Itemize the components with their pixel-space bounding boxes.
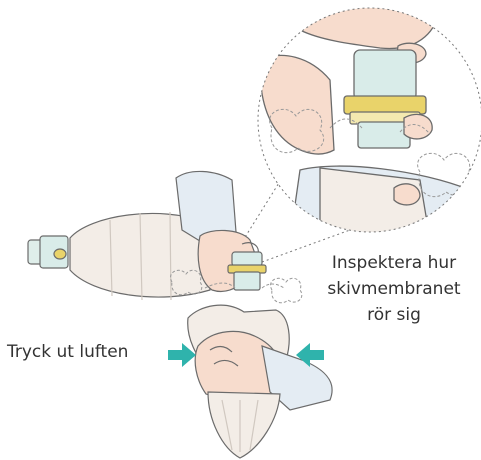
valve	[228, 252, 266, 290]
inspect-membrane-label: Inspektera hur skivmembranet rör sig	[310, 250, 478, 328]
inspect-label-line-1: Inspektera hur	[310, 250, 478, 276]
inspect-label-line-2: skivmembranet	[310, 276, 478, 302]
inspect-label-line-3: rör sig	[310, 302, 478, 328]
bag-tail	[208, 392, 280, 458]
zoom-circle-icon	[258, 0, 481, 240]
arrow-right-icon	[168, 343, 196, 367]
squeeze-air-label: Tryck ut luften	[7, 339, 128, 365]
